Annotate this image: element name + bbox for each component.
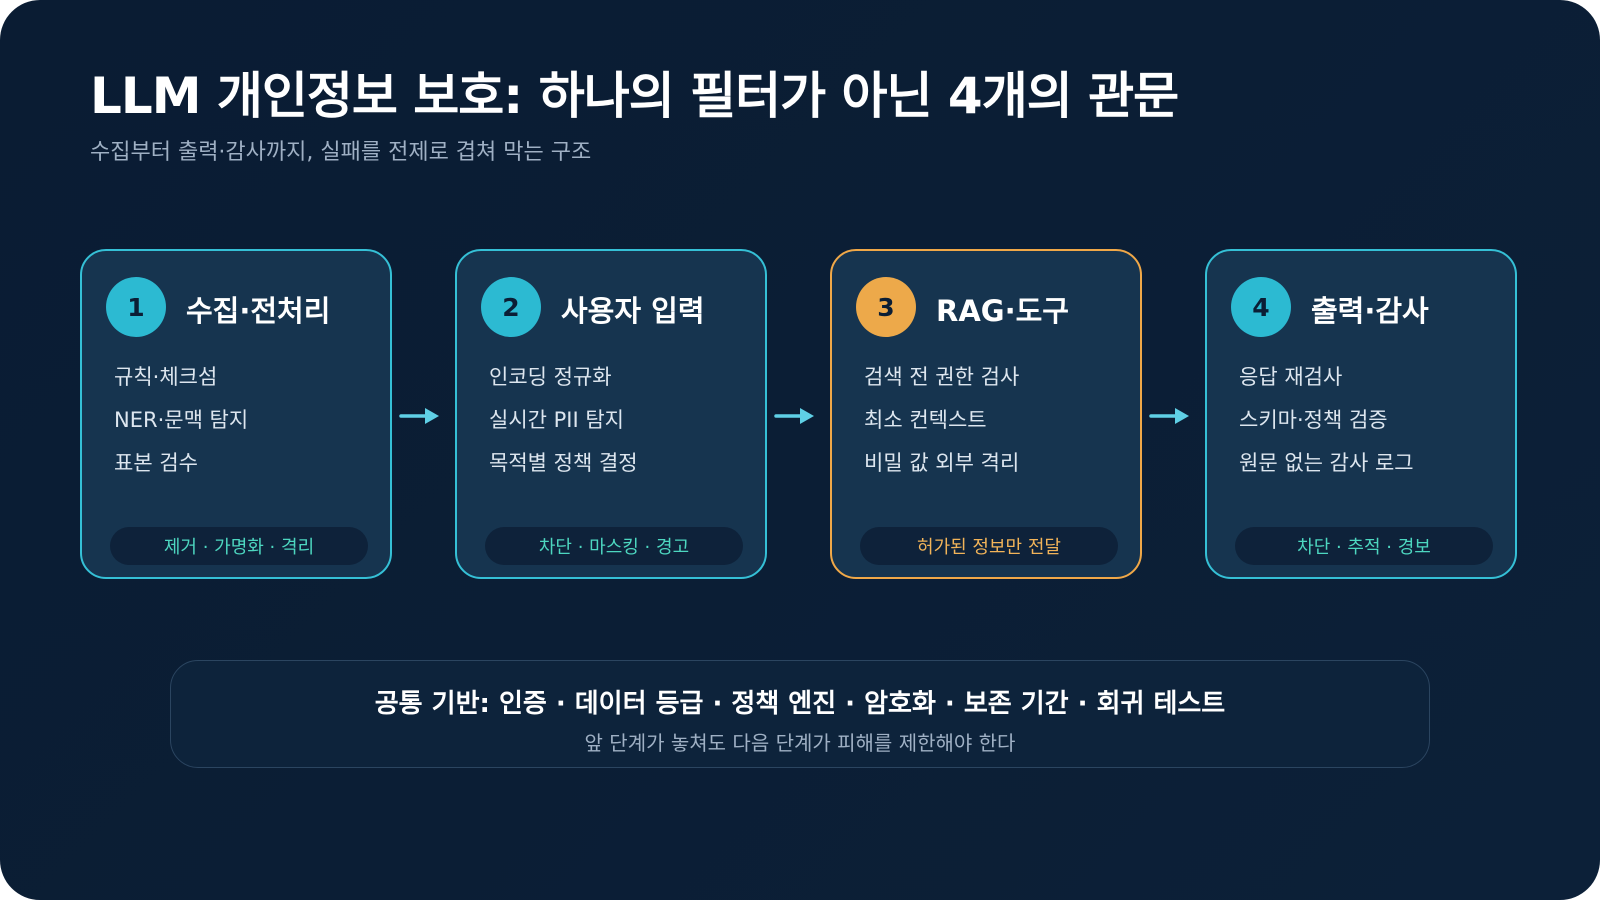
stage-number-badge: 2 [481,277,541,337]
stage-title: 출력·감사 [1311,294,1429,328]
stage-number-badge: 3 [856,277,916,337]
stage-item: 인코딩 정규화 [489,365,612,389]
stage-item: 원문 없는 감사 로그 [1239,451,1414,475]
stage-action-pill: 차단 · 마스킹 · 경고 [485,527,743,565]
stage-item: 표본 검수 [114,451,198,475]
foundation-title: 공통 기반: 인증 · 데이터 등급 · 정책 엔진 · 암호화 · 보존 기간… [374,689,1226,719]
stage-title: RAG·도구 [936,294,1069,328]
stage-number-badge: 1 [106,277,166,337]
stage-title: 사용자 입력 [561,294,705,328]
stage-item: 비밀 값 외부 격리 [864,451,1020,475]
stage-action-pill: 차단 · 추적 · 경보 [1235,527,1493,565]
stage-title: 수집·전처리 [186,294,331,328]
foundation-box: 공통 기반: 인증 · 데이터 등급 · 정책 엔진 · 암호화 · 보존 기간… [170,660,1430,768]
stage-card-4: 4 출력·감사 응답 재검사 스키마·정책 검증 원문 없는 감사 로그 차단 … [1205,249,1517,579]
stage-card-1: 1 수집·전처리 규칙·체크섬 NER·문맥 탐지 표본 검수 제거 · 가명화… [80,249,392,579]
stage-number-badge: 4 [1231,277,1291,337]
page-subtitle: 수집부터 출력·감사까지, 실패를 전제로 겹쳐 막는 구조 [90,140,592,165]
arrow-right-icon [1149,408,1189,424]
foundation-subtitle: 앞 단계가 놓쳐도 다음 단계가 피해를 제한해야 한다 [584,731,1016,755]
page-title: LLM 개인정보 보호: 하나의 필터가 아닌 4개의 관문 [90,67,1179,125]
stage-item-list: 응답 재검사 스키마·정책 검증 원문 없는 감사 로그 [1239,363,1414,492]
stage-item: 목적별 정책 결정 [489,451,638,475]
stage-action-pill: 제거 · 가명화 · 격리 [110,527,368,565]
arrow-right-icon [774,408,814,424]
stage-item-list: 규칙·체크섬 NER·문맥 탐지 표본 검수 [114,363,248,492]
stage-item: 스키마·정책 검증 [1239,408,1388,432]
stage-item: 실시간 PII 탐지 [489,408,625,432]
stage-item: 응답 재검사 [1239,365,1343,389]
stage-item: 최소 컨텍스트 [864,408,987,432]
stage-item: NER·문맥 탐지 [114,408,249,432]
stage-item-list: 검색 전 권한 검사 최소 컨텍스트 비밀 값 외부 격리 [864,363,1019,492]
stage-card-2: 2 사용자 입력 인코딩 정규화 실시간 PII 탐지 목적별 정책 결정 차단… [455,249,767,579]
stage-item: 규칙·체크섬 [114,365,218,389]
stage-card-3: 3 RAG·도구 검색 전 권한 검사 최소 컨텍스트 비밀 값 외부 격리 허… [830,249,1142,579]
stage-action-pill: 허가된 정보만 전달 [860,527,1118,565]
stage-item-list: 인코딩 정규화 실시간 PII 탐지 목적별 정책 결정 [489,363,638,492]
stage-item: 검색 전 권한 검사 [864,365,1020,389]
arrow-right-icon [399,408,439,424]
